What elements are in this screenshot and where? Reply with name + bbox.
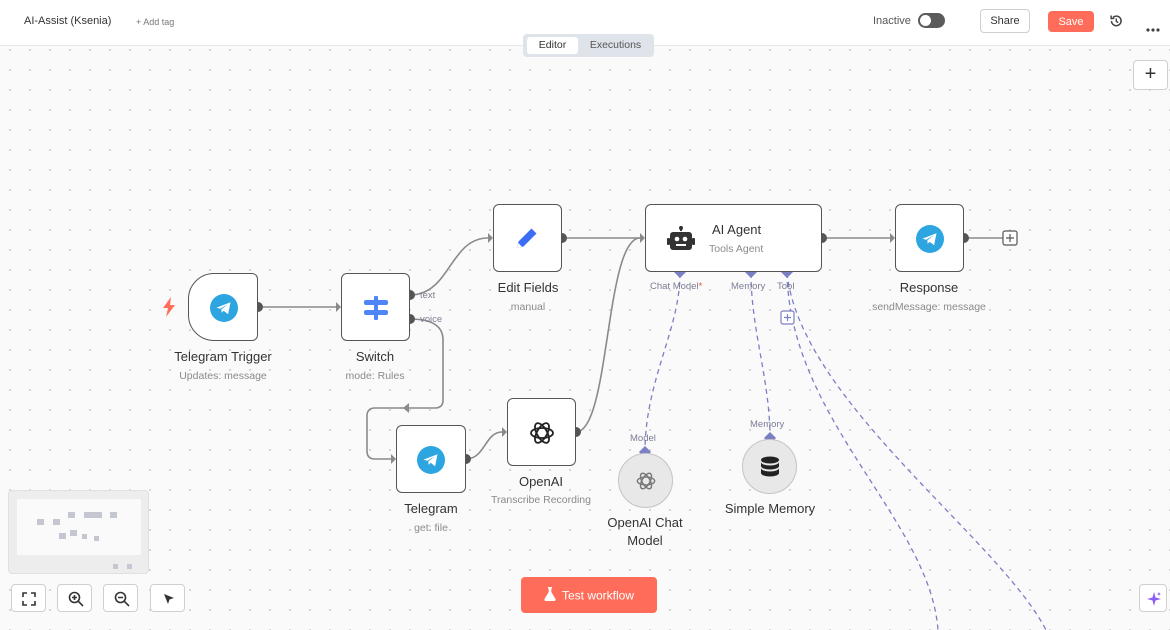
output-label-text: text — [420, 290, 436, 301]
node-name-line2: Model — [627, 533, 663, 548]
minimap-node — [82, 534, 87, 539]
minimap-node — [68, 512, 75, 518]
node-subtitle: Updates: message — [179, 370, 267, 382]
node-name: Switch — [355, 349, 395, 364]
node-subtitle: manual — [510, 301, 546, 313]
minimap[interactable] — [8, 490, 149, 574]
port-label-chat-model: Chat Model* — [650, 281, 703, 292]
port-label-tool: Tool — [777, 281, 795, 292]
add-tag-link[interactable]: + Add tag — [136, 17, 175, 27]
node-response[interactable] — [895, 204, 964, 272]
minimap-node — [53, 519, 60, 525]
minimap-node — [127, 564, 132, 569]
bolt-icon — [163, 297, 175, 322]
required-marker: * — [698, 281, 703, 292]
fit-view-icon — [22, 592, 36, 611]
select-mode-button[interactable] — [150, 584, 185, 612]
robot-icon — [667, 226, 695, 257]
node-telegram-trigger[interactable] — [188, 273, 258, 341]
node-simple-memory[interactable] — [742, 439, 797, 494]
minimap-node — [113, 564, 118, 569]
database-icon — [760, 456, 780, 483]
minimap-node — [70, 530, 77, 536]
openai-icon — [528, 419, 556, 452]
node-subtitle: sendMessage: message — [872, 301, 986, 313]
node-subtitle: mode: Rules — [345, 370, 405, 382]
node-name: Edit Fields — [497, 280, 559, 295]
minimap-node — [110, 512, 117, 518]
fit-view-button[interactable] — [11, 584, 46, 612]
node-subtitle: get: file — [414, 522, 448, 534]
active-toggle[interactable] — [918, 13, 945, 28]
connection-openai-agent — [575, 237, 641, 433]
node-openai-chat-model[interactable] — [618, 453, 673, 508]
node-name: OpenAI — [518, 474, 564, 489]
zoom-out-icon — [114, 591, 130, 612]
port-label-model: Model — [630, 433, 656, 444]
node-telegram[interactable] — [396, 425, 466, 493]
connection-switch-editfields — [409, 237, 489, 296]
telegram-icon — [916, 225, 944, 258]
test-workflow-label: Test workflow — [561, 588, 635, 602]
pencil-icon — [513, 224, 541, 257]
node-ai-agent[interactable]: AI Agent Tools Agent — [645, 204, 822, 272]
node-name: Simple Memory — [724, 501, 816, 516]
share-button[interactable]: Share — [980, 9, 1030, 33]
workflow-title[interactable]: AI-Assist (Ksenia) — [24, 15, 112, 27]
zoom-out-button[interactable] — [103, 584, 138, 612]
zoom-in-button[interactable] — [57, 584, 92, 612]
connection-tool-2 — [786, 272, 1047, 630]
sparkle-icon — [1146, 591, 1162, 612]
active-status-label: Inactive — [873, 15, 911, 27]
connection-switch-telegram — [366, 318, 444, 460]
ai-assistant-button[interactable] — [1139, 584, 1167, 612]
add-tool[interactable] — [780, 310, 795, 325]
output-label-voice: voice — [420, 314, 443, 325]
node-name: Telegram Trigger — [174, 349, 272, 364]
minimap-node — [84, 512, 102, 518]
node-name: Telegram — [404, 501, 458, 516]
history-icon[interactable] — [1108, 13, 1124, 34]
switch-icon — [362, 294, 390, 327]
telegram-icon — [210, 294, 238, 327]
minimap-viewport — [17, 499, 141, 555]
test-workflow-button[interactable]: Test workflow — [521, 577, 657, 613]
telegram-icon — [417, 446, 445, 479]
add-node-button[interactable]: + — [1133, 60, 1168, 90]
connection-telegram-openai — [465, 431, 503, 460]
connection-chatmodel — [644, 272, 681, 453]
tab-editor[interactable]: Editor — [527, 37, 578, 54]
node-name: AI Agent — [712, 222, 762, 237]
node-name: Response — [899, 280, 959, 295]
save-button[interactable]: Save — [1048, 11, 1094, 32]
view-tabs: Editor Executions — [523, 34, 654, 57]
toggle-knob — [920, 15, 931, 26]
node-edit-fields[interactable] — [493, 204, 562, 272]
minimap-node — [59, 533, 66, 539]
connection-arrows — [336, 233, 895, 464]
cursor-icon — [162, 592, 176, 611]
zoom-in-icon — [68, 591, 84, 612]
node-subtitle: Transcribe Recording — [491, 494, 591, 506]
node-subtitle: Tools Agent — [709, 243, 764, 255]
more-icon[interactable] — [1146, 19, 1160, 37]
node-switch[interactable] — [341, 273, 410, 341]
tab-executions[interactable]: Executions — [589, 39, 642, 51]
minimap-node — [37, 519, 44, 525]
node-name-line1: OpenAI Chat — [607, 515, 683, 530]
port-label-memory: Memory — [750, 419, 785, 430]
minimap-node — [94, 536, 99, 541]
flask-icon — [544, 586, 556, 604]
add-after-response[interactable] — [1002, 230, 1018, 246]
connection-tool-1 — [786, 272, 939, 630]
connection-memory — [750, 272, 771, 439]
node-openai[interactable] — [507, 398, 576, 466]
port-label-memory: Memory — [731, 281, 766, 292]
openai-icon — [635, 470, 657, 497]
